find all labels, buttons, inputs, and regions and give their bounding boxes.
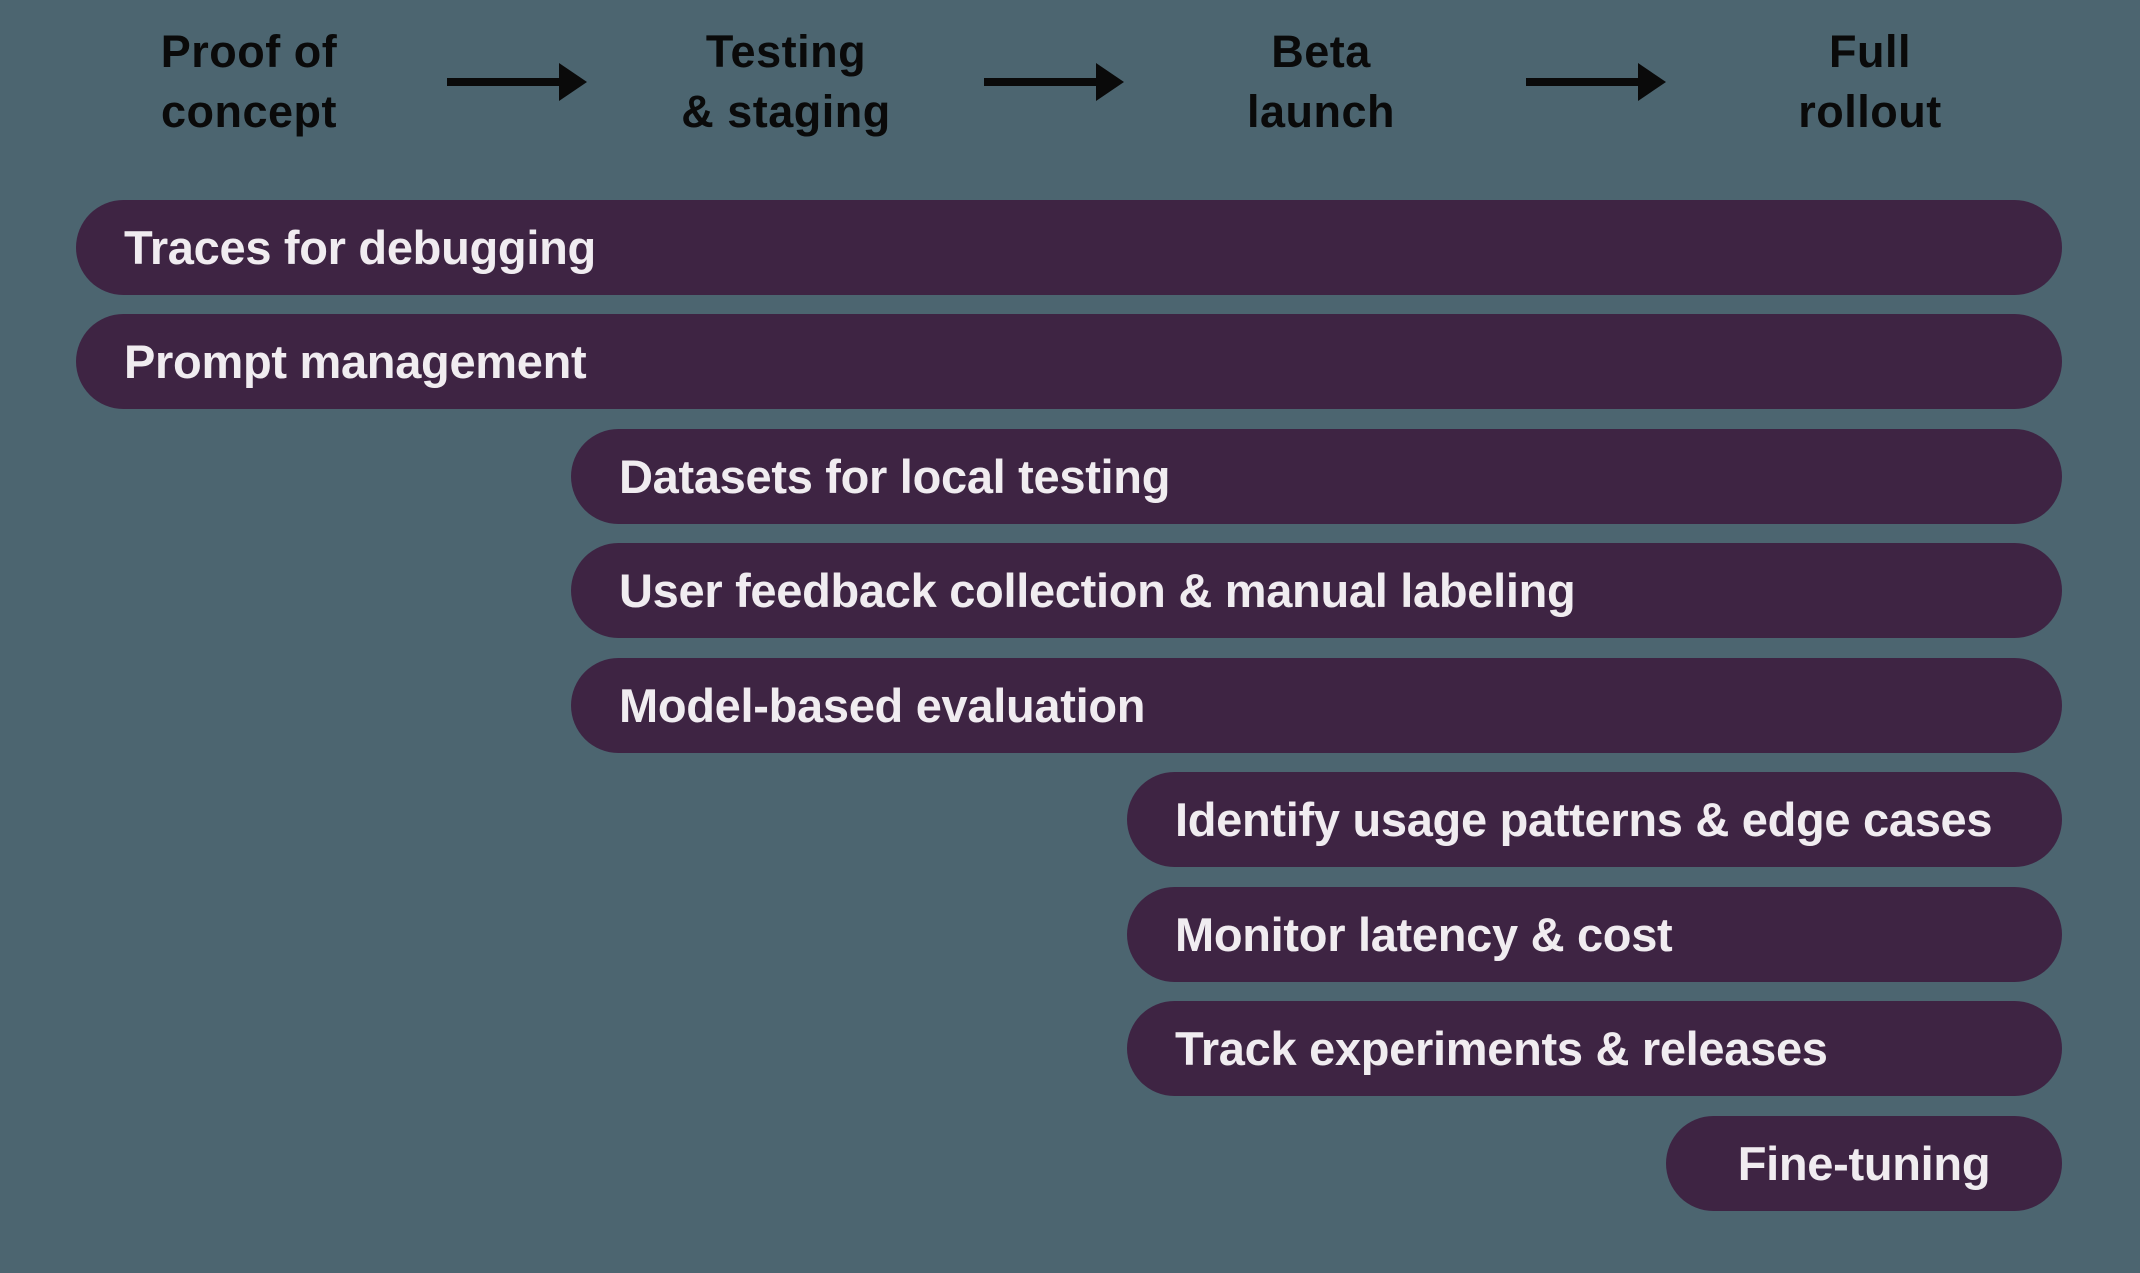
stage-label-proof-of-concept: Proof of concept [160,26,338,137]
arrow-proof-to-testing [447,63,587,101]
arrow-head-icon [1638,63,1666,101]
bar-label: Identify usage patterns & edge cases [1175,793,1993,846]
bar-label: Datasets for local testing [619,450,1171,503]
bar-label: Model-based evaluation [619,679,1146,732]
bar-monitor-latency-and-cost: Monitor latency & cost [1127,887,2062,982]
bar-identify-usage-patterns-and-edge-cases: Identify usage patterns & edge cases [1127,772,2062,867]
arrow-testing-to-beta [984,63,1124,101]
bar-label: Fine-tuning [1737,1137,1991,1190]
bar-traces-for-debugging: Traces for debugging [76,200,2062,295]
arrow-shaft [984,78,1098,86]
bar-track-experiments-and-releases: Track experiments & releases [1127,1001,2062,1096]
bar-label: Traces for debugging [124,221,596,274]
bar-label: User feedback collection & manual labeli… [619,564,1576,617]
stage-label-beta-launch: Beta launch [1246,26,1396,137]
bar-prompt-management: Prompt management [76,314,2062,409]
arrow-head-icon [559,63,587,101]
bar-user-feedback-collection-and-manual-labeling: User feedback collection & manual labeli… [571,543,2062,638]
arrow-head-icon [1096,63,1124,101]
arrow-shaft [447,78,561,86]
bar-label: Track experiments & releases [1175,1022,1828,1075]
stage-label-full-rollout: Full rollout [1798,26,1942,137]
bar-label: Monitor latency & cost [1175,908,1673,961]
bar-label: Prompt management [124,335,587,388]
bar-datasets-for-local-testing: Datasets for local testing [571,429,2062,524]
bar-fine-tuning: Fine-tuning [1666,1116,2062,1211]
arrow-beta-to-rollout [1526,63,1666,101]
bar-model-based-evaluation: Model-based evaluation [571,658,2062,753]
stage-label-testing-and-staging: Testing & staging [681,26,891,137]
arrow-shaft [1526,78,1640,86]
